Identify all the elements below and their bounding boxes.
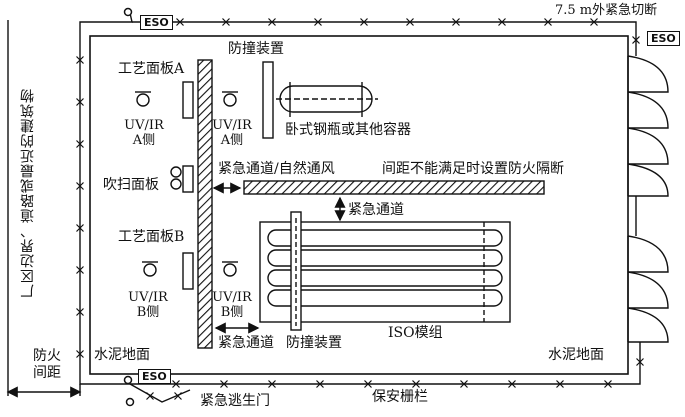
fence-x-mark [176,18,184,26]
right-gates [627,55,669,343]
crash-barrier-top [262,61,274,139]
label-emergency-bottom: 紧急通道 [218,335,274,351]
fence-x-mark [76,350,84,358]
label-crash-bottom: 防撞装置 [286,335,342,351]
eso-bottom[interactable]: ESO [138,369,171,384]
purge-panel-box [182,165,194,193]
fence-x-mark [222,18,230,26]
security-fence [79,12,641,403]
fence-x-mark [556,380,564,388]
label-panel-b: 工艺面板B [118,229,185,245]
uvir-a-right-line2: A侧 [220,133,244,148]
uvir-a-right-line1: UV/IR [212,118,252,133]
label-emergency-mid: 紧急通道 [348,202,404,218]
fence-x-mark [406,18,414,26]
vertical-firewall [197,59,213,349]
fence-x-mark [268,18,276,26]
fence-x-mark [172,380,180,388]
uvir-b-right-line1: UV/IR [212,290,252,305]
panel-a-box [182,81,194,119]
uvir-b-right-line2: B侧 [220,305,244,320]
horizontal-firewall [243,180,545,195]
label-fence: 保安栅栏 [372,389,428,405]
eso-right[interactable]: ESO [647,31,680,46]
purge-circles [170,166,182,190]
label-uvir-b-right: UV/IR B侧 [208,290,256,320]
fence-posts [123,7,135,407]
label-distance-cut: 7.5 m外紧急切断 [555,3,658,18]
fence-x-mark [632,36,640,44]
fence-x-mark [76,140,84,148]
uvir-detectors [135,91,238,277]
horizontal-cylinder [276,82,378,117]
fence-x-mark [544,18,552,26]
label-concrete-left: 水泥地面 [94,347,150,363]
fence-x-mark [146,392,154,400]
fence-x-mark [508,380,516,388]
uvir-b-left-line2: B侧 [136,305,160,320]
label-iso-module: ISO模组 [388,325,443,341]
label-emergency-natural: 紧急通道/自然通风 [218,161,335,177]
fence-x-mark [636,358,644,366]
iso-module [259,211,511,331]
fence-x-mark [76,182,84,190]
fence-x-mark [460,380,468,388]
fence-x-mark [76,224,84,232]
uvir-a-left-line2: A侧 [132,133,156,148]
uvir-a-left-line1: UV/IR [124,118,164,133]
eso-top[interactable]: ESO [140,15,173,30]
fence-x-marks [76,18,644,400]
fence-x-mark [412,380,420,388]
uvir-b-left-line1: UV/IR [128,290,168,305]
fence-x-mark [360,18,368,26]
fence-x-mark [498,18,506,26]
label-panel-a: 工艺面板A [118,61,185,77]
label-uvir-a-right: UV/IR A侧 [208,118,256,148]
fence-x-mark [76,308,84,316]
label-fire-distance: 防火 间距 [22,348,72,382]
fire-distance-line2: 间距 [33,365,61,381]
fire-distance-line1: 防火 [33,348,61,364]
fire-distance-marker [6,20,82,398]
fence-x-mark [452,18,460,26]
label-firewall: 间距不能满足时设置防火隔断 [382,161,564,177]
label-concrete-right: 水泥地面 [548,347,604,363]
label-boundary: 厂区边界、道路或最近的建筑物 [20,88,36,298]
fence-x-mark [76,266,84,274]
fence-x-mark [314,18,322,26]
label-purge-panel: 吹扫面板 [103,177,159,193]
concrete-pad [89,35,629,375]
fence-x-mark [604,380,612,388]
fence-x-mark [76,98,84,106]
label-escape-door: 紧急逃生门 [200,393,270,409]
panel-b-box [182,252,194,290]
label-uvir-a-left: UV/IR A侧 [120,118,168,148]
label-uvir-b-left: UV/IR B侧 [124,290,172,320]
label-cylinder: 卧式钢瓶或其他容器 [285,122,411,138]
fence-x-mark [590,18,598,26]
fence-x-mark [268,380,276,388]
fence-x-mark [174,392,182,400]
label-crash-top: 防撞装置 [228,41,284,57]
fence-x-mark [316,380,324,388]
fence-x-mark [220,380,228,388]
fence-x-mark [76,56,84,64]
fence-x-mark [364,380,372,388]
